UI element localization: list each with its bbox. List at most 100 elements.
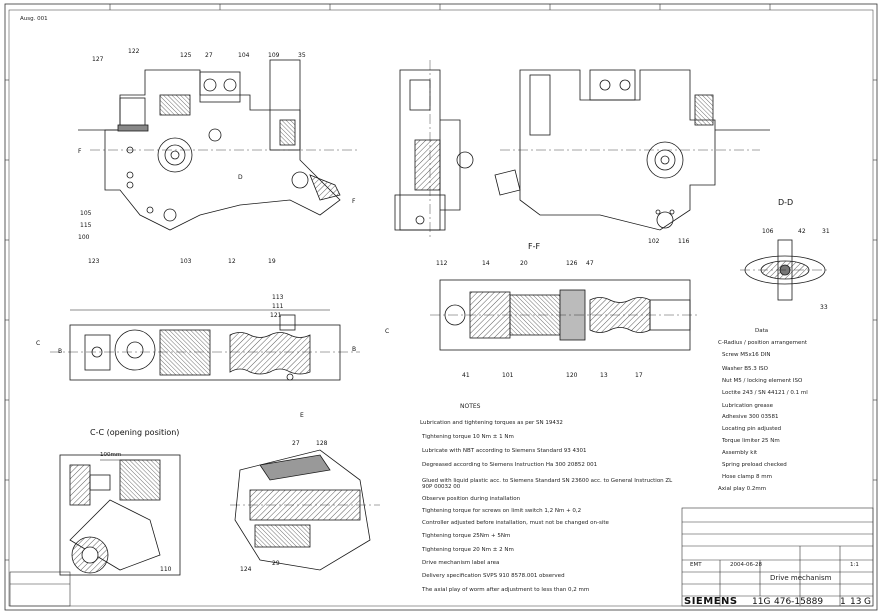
- callout-label: 35: [298, 52, 306, 59]
- callout-label: 104: [238, 52, 250, 59]
- callout-label: 20: [520, 260, 528, 267]
- callout-label: 110: [160, 566, 172, 573]
- legend-item: Torque limiter 25 Nm: [722, 438, 780, 444]
- section-dd-title: D-D: [778, 198, 794, 207]
- notes-header: NOTES: [460, 403, 481, 410]
- scale: 1:1: [850, 562, 859, 568]
- legend-item: Axial play 0.2mm: [718, 486, 767, 492]
- callout-label: 124: [240, 566, 252, 573]
- siemens-logo: SIEMENS: [684, 596, 738, 607]
- note-item: Degreased according to Siemens Instructi…: [422, 462, 598, 468]
- title-block-grid: [9, 507, 874, 607]
- note-item: Tightening torque 25Nm + 5Nm: [422, 533, 511, 539]
- legend-item: Nut M5 / locking element ISO: [722, 378, 803, 384]
- section-dd-view: [740, 239, 830, 301]
- callout-label: 109: [268, 52, 280, 59]
- callout-label: 111: [272, 303, 284, 310]
- front-view-drive: [78, 59, 360, 231]
- callout-label: 17: [635, 372, 643, 379]
- callout-label: 13: [600, 372, 608, 379]
- section-cc-view: [59, 454, 181, 576]
- view-label: C: [385, 328, 390, 335]
- callout-label: 113: [272, 294, 284, 301]
- drawing-name: Drive mechanism: [770, 574, 832, 582]
- note-item: Observe position during installation: [422, 496, 521, 502]
- callout-label: 12: [228, 258, 236, 265]
- callout-label: 105: [80, 210, 92, 217]
- callout-label: 14: [482, 260, 490, 267]
- dept: EMT: [690, 562, 702, 568]
- callout-label: 115: [80, 222, 92, 229]
- callout-label: 42: [798, 228, 806, 235]
- legend-item: Washer B5.3 ISO: [722, 366, 768, 372]
- note-item: Drive mechanism label area: [422, 560, 500, 566]
- callout-label: 41: [462, 372, 470, 379]
- callout-label: 128: [316, 440, 328, 447]
- notes-intro: Lubrication and tightening torques as pe…: [420, 420, 563, 426]
- section-ff-label: F-F: [528, 242, 541, 251]
- callout-label: 27: [205, 52, 213, 59]
- legend-item: Hose clamp 8 mm: [722, 474, 772, 480]
- frame-ticks: [5, 4, 877, 561]
- side-view-drive: [394, 60, 521, 240]
- section-ff-view: [430, 279, 700, 351]
- sheet-label: 1: [840, 597, 846, 607]
- plan-view-drive: [50, 309, 360, 381]
- doc-number: 476-15889: [774, 597, 824, 607]
- callout-label: 125: [180, 52, 192, 59]
- view-label: C: [36, 340, 41, 347]
- note-item: Lubricate with NBT according to Siemens …: [422, 448, 587, 454]
- view-label: B: [58, 348, 63, 355]
- detail-section-view: [230, 449, 380, 571]
- sheet-frame: [4, 3, 878, 611]
- corner-note: Ausg. 001: [20, 16, 48, 22]
- view-label: B: [352, 346, 357, 353]
- callout-label: 31: [822, 228, 830, 235]
- callout-label: 121: [270, 312, 282, 319]
- note-item: Delivery specification SVPS 910 8578.001…: [422, 573, 565, 579]
- legend-item: C-Radius / position arrangement: [718, 340, 808, 346]
- note-item: Tightening torque 10 Nm ± 1 Nm: [422, 434, 514, 440]
- note-item: Tightening torque for screws on limit sw…: [422, 508, 582, 514]
- callout-label: 47: [586, 260, 594, 267]
- view-label: F: [352, 198, 356, 205]
- legend-item: Locating pin adjusted: [722, 426, 782, 432]
- scale-note: 100mm: [100, 452, 122, 458]
- sheet-count: 13: [850, 597, 862, 607]
- rear-view-drive: [500, 69, 770, 231]
- legend-item: Assembly kit: [722, 450, 758, 456]
- callout-label: 103: [180, 258, 192, 265]
- revision: G: [864, 597, 871, 607]
- legend-item: Adhesive 300 03581: [722, 414, 779, 420]
- callout-label: 101: [502, 372, 514, 379]
- note-item: Tightening torque 20 Nm ± 2 Nm: [422, 547, 514, 553]
- callout-label: 106: [762, 228, 774, 235]
- callout-label: 112: [436, 260, 448, 267]
- view-label: E: [300, 412, 304, 419]
- callout-label: 126: [566, 260, 578, 267]
- legend-item: Spring preload checked: [722, 462, 787, 468]
- callout-label: 122: [128, 48, 140, 55]
- callout-label: 127: [92, 56, 104, 63]
- view-label: D: [238, 174, 243, 181]
- date-row: 2004-06-28: [730, 562, 762, 568]
- callout-label: 100: [78, 234, 90, 241]
- callout-label: 19: [268, 258, 276, 265]
- callout-label: 27: [292, 440, 300, 447]
- legend-item: Lubrication grease: [722, 403, 774, 409]
- legend-item: Screw M5x16 DIN: [722, 352, 771, 358]
- view-label: F: [78, 148, 82, 155]
- callout-label: 29: [272, 560, 280, 567]
- callout-label: 123: [88, 258, 100, 265]
- note-item: The axial play of worm after adjustment …: [422, 587, 590, 593]
- note-item: Glued with liquid plastic acc. to Siemen…: [422, 478, 673, 490]
- callout-label: 102: [648, 238, 660, 245]
- callout-label: 33: [820, 304, 828, 311]
- legend-item: Loctite 243 / SN 44121 / 0.1 ml: [722, 390, 808, 396]
- note-item: Controller adjusted before installation,…: [422, 520, 609, 526]
- callout-label: 120: [566, 372, 578, 379]
- section-cc-title: C-C (opening position): [90, 428, 180, 437]
- legend-header: Data: [755, 328, 769, 334]
